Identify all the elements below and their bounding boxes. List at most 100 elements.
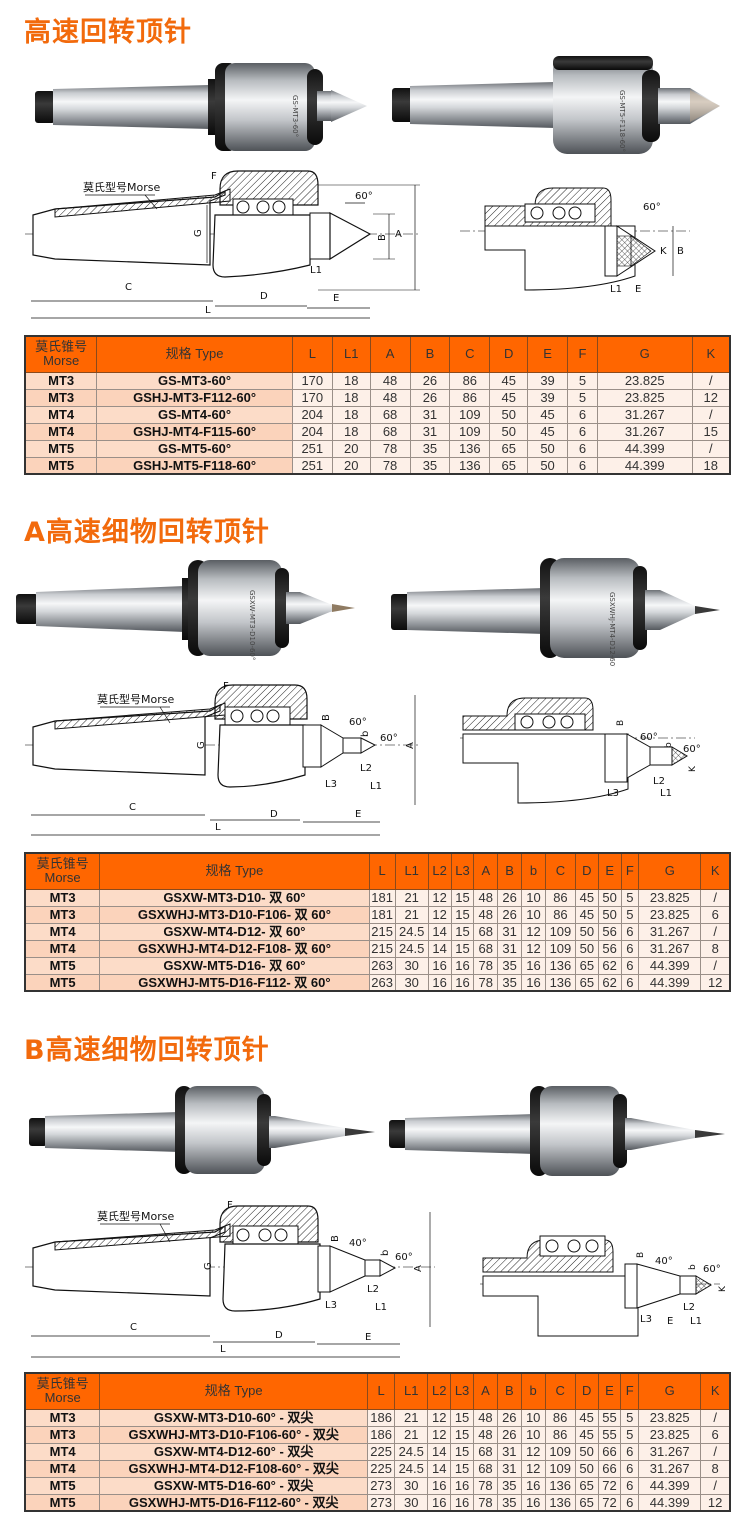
- cell-value: 225: [367, 1442, 396, 1461]
- cell-value: 50: [527, 456, 568, 475]
- cell-value: 12: [700, 973, 731, 992]
- cell-value: /: [700, 956, 731, 975]
- cell-value: 86: [544, 1425, 576, 1444]
- cell-type: GSXWHJ-MT5-D16-F112-60° - 双尖: [99, 1493, 369, 1512]
- header-F: F: [567, 335, 598, 373]
- header-B: B: [497, 852, 523, 890]
- cell-value: 109: [544, 1442, 576, 1461]
- header-G: G: [638, 1372, 702, 1410]
- svg-text:K: K: [688, 765, 698, 772]
- cell-value: 23.825: [596, 371, 693, 390]
- cell-value: 78: [369, 439, 411, 458]
- cell-value: 45: [527, 405, 568, 424]
- cell-value: /: [700, 922, 731, 941]
- svg-text:B: B: [377, 234, 388, 241]
- cell-value: 48: [473, 905, 499, 924]
- cell-value: 68: [473, 922, 499, 941]
- cell-value: 8: [700, 1459, 731, 1478]
- cell-value: 50: [597, 888, 622, 907]
- cell-value: 35: [497, 973, 523, 992]
- cell-value: 78: [369, 456, 411, 475]
- section-type-b-live-center: B高速细物回转顶针 莫氏型号Morse F G: [0, 1020, 750, 1537]
- cell-value: 30: [394, 1493, 429, 1512]
- header-D: D: [574, 852, 599, 890]
- section-title: 高速回转顶针: [24, 17, 192, 48]
- cell-value: 50: [574, 1442, 599, 1461]
- svg-text:L3: L3: [640, 1314, 652, 1325]
- cell-value: 21: [394, 1408, 429, 1427]
- cell-value: 31.267: [638, 1442, 702, 1461]
- cell-value: 136: [449, 456, 491, 475]
- cell-type: GSXWHJ-MT4-D12-F108-60° - 双尖: [99, 1459, 369, 1478]
- header-B: B: [496, 1372, 522, 1410]
- cell-value: 16: [450, 973, 475, 992]
- cell-value: 225: [367, 1459, 396, 1478]
- cell-value: 215: [368, 939, 396, 958]
- cell-value: 86: [544, 888, 576, 907]
- cell-value: 65: [574, 973, 599, 992]
- cell-value: 16: [427, 973, 452, 992]
- header-L3: L3: [450, 852, 475, 890]
- cell-value: 12: [700, 1493, 731, 1512]
- svg-text:60°: 60°: [703, 1264, 721, 1275]
- cell-value: 16: [450, 956, 475, 975]
- cell-value: 6: [620, 973, 640, 992]
- product-photo-type-b-1: [29, 1086, 375, 1174]
- cell-value: 65: [489, 439, 529, 458]
- cell-value: 6: [620, 1493, 640, 1512]
- cell-value: 109: [544, 939, 576, 958]
- svg-text:60°: 60°: [395, 1252, 413, 1263]
- technical-drawing-standard: 莫氏型号Morse F G 60° B A L1 C D E L: [25, 170, 420, 319]
- svg-text:K: K: [718, 1285, 725, 1292]
- cell-value: 45: [489, 388, 529, 407]
- svg-text:A: A: [395, 229, 402, 240]
- cell-value: 44.399: [638, 956, 702, 975]
- cell-value: 21: [394, 905, 429, 924]
- cell-value: 30: [394, 973, 429, 992]
- cell-value: 31: [409, 405, 451, 424]
- cell-value: 62: [597, 973, 622, 992]
- cell-value: 186: [367, 1425, 396, 1444]
- cell-value: 68: [473, 939, 499, 958]
- header-C: C: [544, 1372, 576, 1410]
- svg-text:60°: 60°: [643, 202, 661, 213]
- cell-value: 50: [574, 1459, 599, 1478]
- cell-value: 18: [331, 371, 371, 390]
- cell-value: 12: [520, 1459, 546, 1478]
- cell-value: 31.267: [596, 405, 693, 424]
- svg-text:GS-MT5-F118-60°: GS-MT5-F118-60°: [618, 90, 626, 152]
- product-photo-standard-2: GS-MT5-F118-60°: [392, 56, 720, 154]
- header-C: C: [544, 852, 576, 890]
- cell-value: 6: [620, 956, 640, 975]
- cell-value: 65: [489, 456, 529, 475]
- svg-text:G: G: [203, 1262, 214, 1270]
- cell-value: 72: [597, 1493, 622, 1512]
- svg-text:L1: L1: [690, 1316, 702, 1327]
- cell-value: /: [700, 888, 731, 907]
- svg-text:L: L: [215, 822, 221, 833]
- header-type: 规格 Type: [99, 852, 370, 890]
- cell-value: /: [691, 405, 731, 424]
- cell-value: 14: [427, 939, 452, 958]
- svg-text:A: A: [413, 1265, 424, 1272]
- svg-text:b: b: [360, 731, 371, 737]
- svg-text:b: b: [664, 742, 674, 748]
- cell-value: 44.399: [596, 456, 693, 475]
- header-K: K: [700, 1372, 731, 1410]
- cell-value: 23.825: [596, 388, 693, 407]
- header-L1: L1: [394, 1372, 429, 1410]
- svg-text:莫氏型号Morse: 莫氏型号Morse: [97, 692, 174, 706]
- cell-value: /: [691, 439, 731, 458]
- cell-value: 15: [450, 888, 475, 907]
- cell-value: 26: [409, 371, 451, 390]
- cell-value: 263: [368, 973, 396, 992]
- cell-value: 136: [449, 439, 491, 458]
- cell-value: 50: [597, 905, 622, 924]
- cell-value: 6: [700, 1425, 731, 1444]
- cell-value: 263: [368, 956, 396, 975]
